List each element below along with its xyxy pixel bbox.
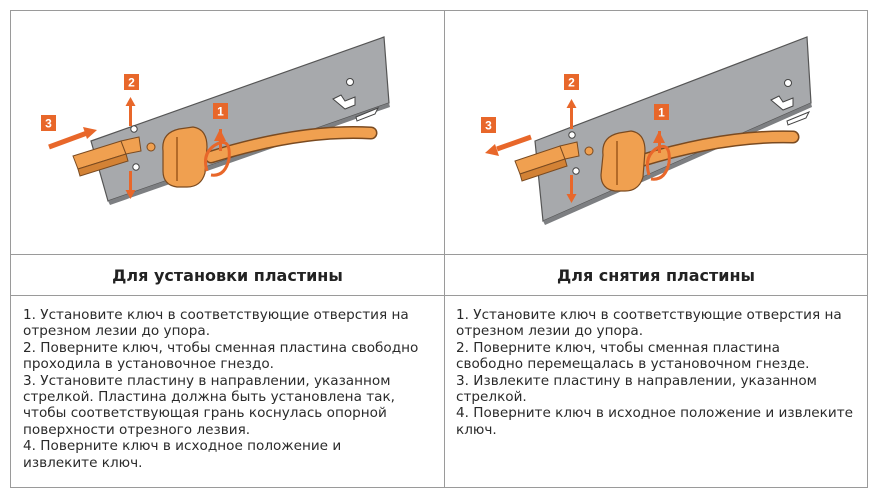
arrow-label-3: 3 (45, 117, 52, 131)
key-tool (584, 130, 800, 192)
insert-plate (72, 136, 142, 177)
arrow-label-2: 2 (128, 76, 135, 90)
arrow-label-1: 1 (217, 105, 224, 119)
instruction-line: отрезном лезии до упора. (456, 323, 644, 340)
instruction-line: отрезном лезии до упора. (23, 323, 211, 340)
instruction-line: ключ. (456, 421, 497, 438)
cutoff-blade (534, 36, 812, 222)
instruction-line: свободно перемещалась в установочном гне… (456, 356, 810, 373)
remove-instructions: 1. Установите ключ в соответствующие отв… (456, 307, 853, 438)
install-instructions: 1. Установите ключ в соответствующие отв… (23, 307, 418, 471)
install-heading: Для установки пластины (112, 265, 343, 285)
row-divider (11, 254, 867, 255)
arrow-label-1: 1 (658, 106, 665, 120)
instruction-line: извлеките ключ. (23, 454, 143, 471)
instruction-line: 4. Поверните ключ в исходное положение и (23, 438, 342, 455)
instruction-line: стрелкой. (456, 389, 527, 406)
instruction-line: 3. Извлеките пластину в направлении, ука… (456, 372, 817, 389)
instruction-line: 2. Поверните ключ, чтобы сменная пластин… (23, 339, 419, 356)
key-tool (146, 126, 378, 188)
instruction-line: 1. Установите ключ в соответствующие отв… (456, 307, 842, 323)
instruction-line: поверхности отрезного лезвия. (23, 421, 251, 438)
instruction-line: стрелкой. Пластина должна быть установле… (23, 389, 395, 406)
column-divider (444, 11, 445, 487)
remove-heading: Для снятия пластины (556, 265, 755, 285)
instruction-line: 1. Установите ключ в соответствующие отв… (23, 307, 409, 323)
remove-illustration: 1 2 3 (445, 11, 878, 254)
instruction-line: 4. Поверните ключ в исходное положение и… (456, 405, 853, 422)
insert-plate (514, 141, 580, 182)
row-divider (11, 295, 867, 296)
instruction-table: 1 2 3 (10, 10, 868, 488)
instruction-line: проходила в установочное гнездо. (23, 356, 274, 373)
instruction-line: чтобы соответствующая грань коснулась оп… (23, 405, 387, 422)
arrow-label-2: 2 (568, 76, 575, 90)
instruction-line: 2. Поверните ключ, чтобы сменная пластин… (456, 339, 780, 356)
arrow-label-3: 3 (485, 119, 492, 133)
install-illustration: 1 2 3 (11, 11, 444, 254)
instruction-line: 3. Установите пластину в направлении, ук… (23, 372, 391, 389)
